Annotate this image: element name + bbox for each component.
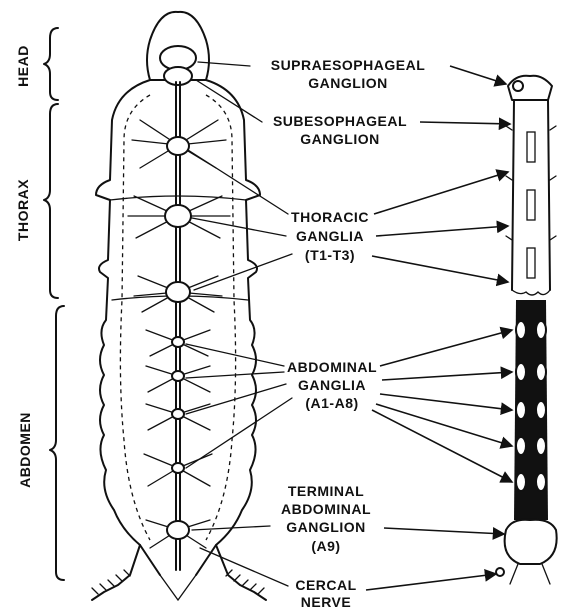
svg-text:ABDOMINAL: ABDOMINAL	[287, 359, 377, 375]
svg-text:GANGLION: GANGLION	[286, 519, 365, 535]
larva-thoracic-ganglion-t3	[166, 282, 190, 302]
pointer-line	[192, 218, 286, 236]
pointer-arrow	[376, 404, 512, 446]
svg-text:TERMINAL: TERMINAL	[288, 483, 364, 499]
pointer-arrow	[420, 122, 510, 124]
dissected-nerve-cord	[496, 76, 557, 584]
pointer-arrow	[366, 574, 496, 590]
svg-text:THORACIC: THORACIC	[291, 209, 369, 225]
svg-text:(T1-T3): (T1-T3)	[305, 247, 355, 263]
svg-text:GANGLION: GANGLION	[308, 75, 387, 91]
pointer-arrow	[450, 66, 506, 84]
pointer-arrow	[382, 372, 512, 380]
thorax-brace	[44, 104, 58, 298]
pointer-line	[186, 384, 286, 414]
region-label-thorax: THORAX	[15, 179, 31, 241]
svg-text:SUBESOPHAGEAL: SUBESOPHAGEAL	[273, 113, 407, 129]
svg-text:SUPRAESOPHAGEAL: SUPRAESOPHAGEAL	[271, 57, 426, 73]
label-abdominal: ABDOMINAL GANGLIA (A1-A8)	[287, 359, 377, 411]
pointer-arrow	[374, 172, 508, 214]
svg-text:NERVE: NERVE	[301, 594, 351, 610]
svg-text:GANGLION: GANGLION	[300, 131, 379, 147]
pointer-line	[186, 398, 292, 468]
region-label-head: HEAD	[15, 45, 31, 87]
larva-abdominal-ganglion	[172, 409, 184, 419]
pointer-line	[186, 344, 284, 366]
label-supraesophageal: SUPRAESOPHAGEAL GANGLION	[271, 57, 426, 91]
region-label-abdomen: ABDOMEN	[17, 412, 33, 488]
label-subesophageal: SUBESOPHAGEAL GANGLION	[273, 113, 407, 147]
larva-terminal-ganglion	[167, 521, 189, 539]
abdomen-brace	[50, 306, 64, 580]
larva-thoracic-ganglion-t1	[167, 137, 189, 155]
label-terminal: TERMINAL ABDOMINAL GANGLION (A9)	[281, 483, 371, 554]
pointer-arrow	[380, 394, 512, 410]
pointer-arrow	[380, 330, 512, 366]
pointer-line	[200, 548, 288, 586]
pointer-line	[198, 62, 250, 66]
pointer-arrow	[372, 410, 512, 482]
svg-text:CERCAL: CERCAL	[295, 577, 356, 593]
pointer-arrow	[372, 256, 508, 282]
pointer-arrow	[376, 226, 508, 236]
label-thoracic: THORACIC GANGLIA (T1-T3)	[291, 209, 369, 263]
svg-text:(A9): (A9)	[311, 538, 340, 554]
pointer-line	[194, 254, 292, 290]
larva-abdominal-ganglion	[172, 337, 184, 347]
svg-text:GANGLIA: GANGLIA	[298, 377, 366, 393]
pointer-arrow	[384, 528, 504, 534]
larva-abdominal-ganglion	[172, 371, 184, 381]
larva-thoracic-ganglion-t2	[165, 205, 191, 227]
svg-text:GANGLIA: GANGLIA	[296, 228, 364, 244]
label-cercal: CERCAL NERVE	[295, 577, 356, 610]
pointer-line	[196, 80, 262, 122]
svg-text:(A1-A8): (A1-A8)	[305, 395, 358, 411]
svg-text:ABDOMINAL: ABDOMINAL	[281, 501, 371, 517]
larva-abdominal-ganglion	[172, 463, 184, 473]
head-brace	[44, 28, 58, 100]
